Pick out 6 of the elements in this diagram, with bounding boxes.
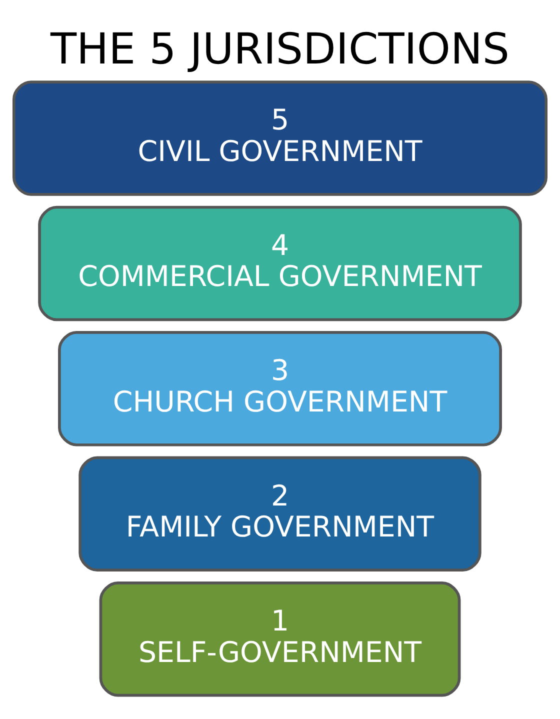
- node-box: 5 CIVIL GOVERNMENT: [12, 80, 548, 196]
- diagram-title: THE 5 JURISDICTIONS: [50, 24, 510, 75]
- node-box: 2 FAMILY GOVERNMENT: [78, 456, 482, 572]
- node-box: 1 SELF-GOVERNMENT: [99, 581, 461, 697]
- node-box: 4 COMMERCIAL GOVERNMENT: [38, 206, 522, 322]
- node-box: 3 CHURCH GOVERNMENT: [58, 331, 502, 446]
